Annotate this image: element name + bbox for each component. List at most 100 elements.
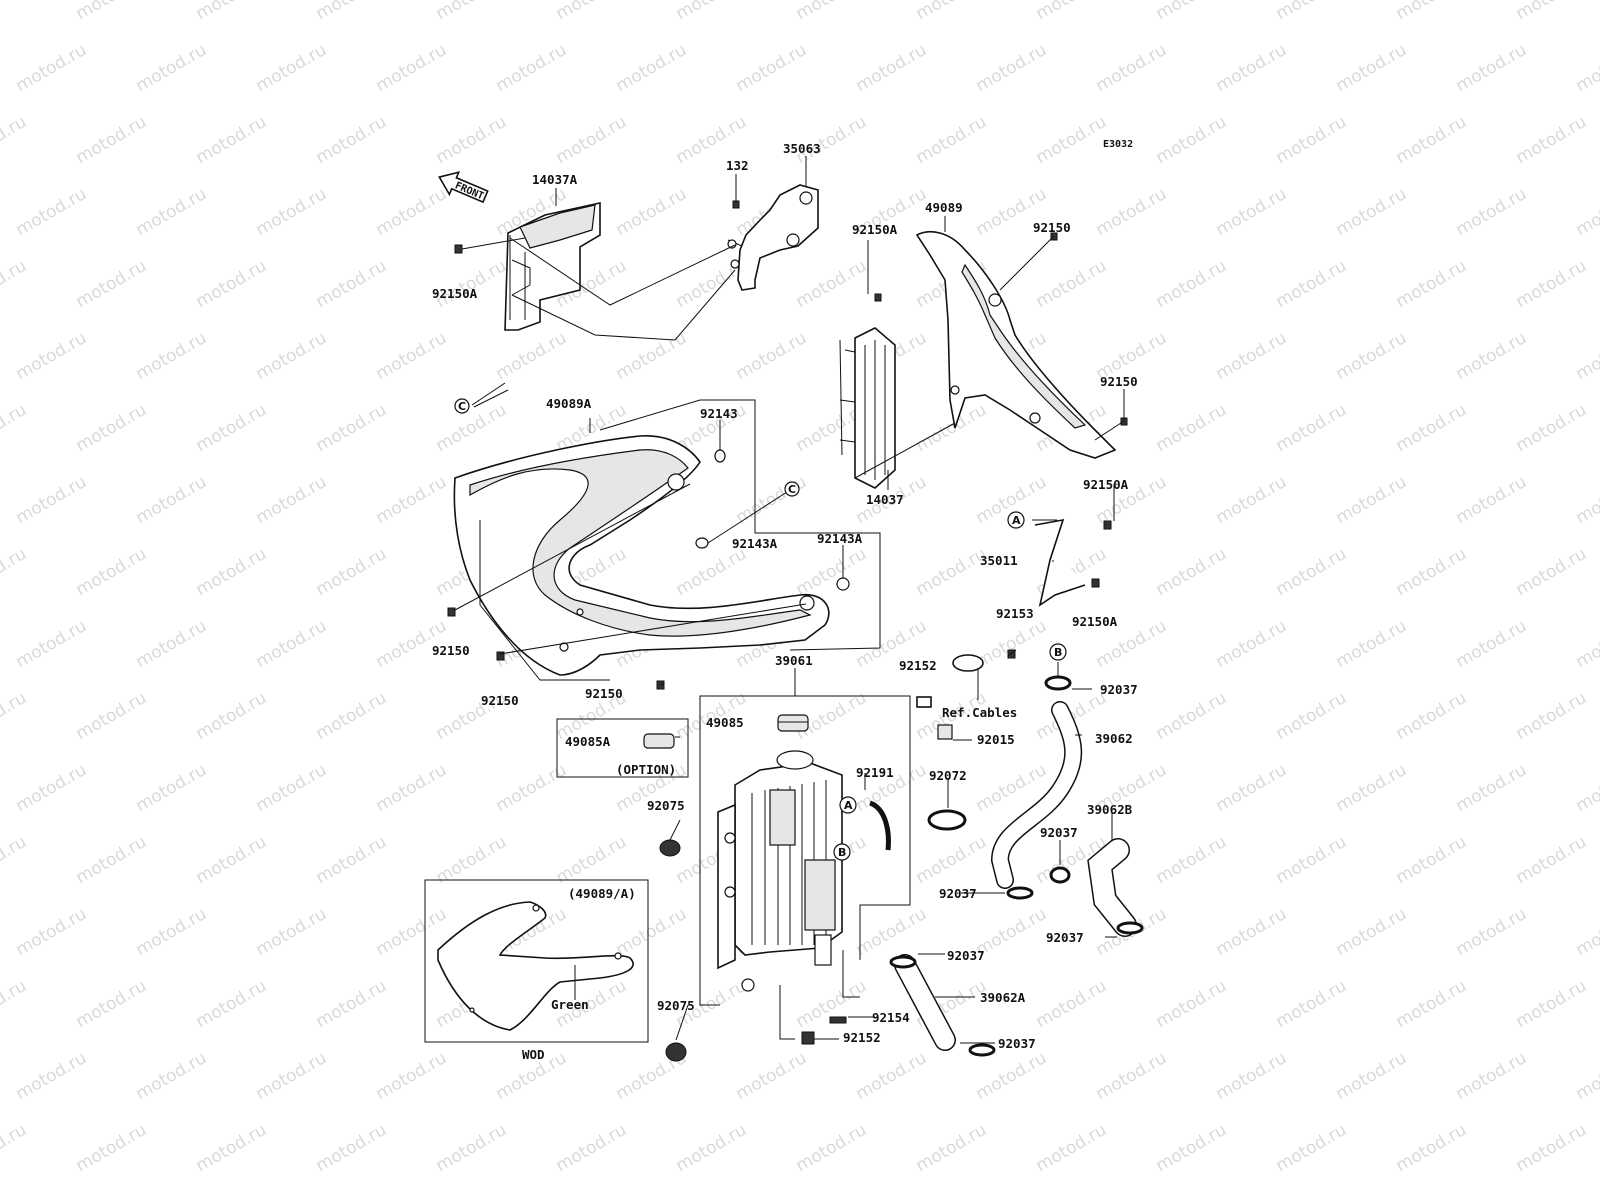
label-92152-b: 92152 xyxy=(843,1030,881,1045)
label-92150a-r2: 92150A xyxy=(1072,614,1118,629)
callout-a-rad: A xyxy=(839,796,857,814)
watermark-text: motod.ru xyxy=(1273,400,1351,456)
part-labels: 132 35063 14037A 49089 92150 92150A 9215… xyxy=(432,141,1138,1062)
watermark-text: motod.ru xyxy=(733,328,811,384)
watermark-text: motod.ru xyxy=(1273,0,1351,24)
watermark-text: motod.ru xyxy=(133,760,211,816)
watermark-text: motod.ru xyxy=(553,112,631,168)
clamp-92037-top xyxy=(1044,675,1072,691)
watermark-text: motod.ru xyxy=(13,1048,91,1104)
label-92150-l3: 92150 xyxy=(585,686,623,701)
watermark-text: motod.ru xyxy=(1033,1120,1111,1176)
watermark-text: motod.ru xyxy=(1513,0,1591,24)
radiator-39061 xyxy=(717,750,843,992)
watermark-text: motod.ru xyxy=(1393,256,1471,312)
watermark-text: motod.ru xyxy=(1213,1048,1291,1104)
watermark-text: motod.ru xyxy=(253,40,331,96)
watermark-text: motod.ru xyxy=(1393,112,1471,168)
watermark-text: motod.ru xyxy=(673,0,751,24)
label-49085a: 49085A xyxy=(565,734,611,749)
label-92153: 92153 xyxy=(996,606,1034,621)
watermark-text: motod.ru xyxy=(373,184,451,240)
cap-49085 xyxy=(777,714,809,732)
watermark-text: motod.ru xyxy=(253,904,331,960)
label-92075-1: 92075 xyxy=(647,798,685,813)
clamp-92037-e xyxy=(968,1043,996,1057)
watermark-text: motod.ru xyxy=(1213,472,1291,528)
callout-b-top: B xyxy=(1049,643,1067,661)
watermark-text: motod.ru xyxy=(793,976,871,1032)
label-49085: 49085 xyxy=(706,715,744,730)
watermark-text: motod.ru xyxy=(0,0,30,24)
watermark-text: motod.ru xyxy=(913,112,991,168)
watermark-text: motod.ru xyxy=(253,1048,331,1104)
watermark-text: motod.ru xyxy=(193,400,271,456)
watermark-text: motod.ru xyxy=(1393,976,1471,1032)
watermark-text: motod.ru xyxy=(133,904,211,960)
watermark-text: motod.ru xyxy=(13,328,91,384)
watermark-text: motod.ru xyxy=(853,40,931,96)
label-92150-l1: 92150 xyxy=(432,643,470,658)
leader-lines xyxy=(454,156,1125,1044)
watermark-text: motod.ru xyxy=(193,832,271,888)
hose-92191 xyxy=(868,800,891,851)
watermark-text: motod.ru xyxy=(253,472,331,528)
svg-text:C: C xyxy=(458,400,466,413)
watermark-text: motod.ru xyxy=(73,832,151,888)
watermark-text: motod.ru xyxy=(0,976,30,1032)
watermark-text: motod.ru xyxy=(0,832,30,888)
watermark-text: motod.ru xyxy=(313,1120,391,1176)
watermark-text: motod.ru xyxy=(1153,256,1231,312)
watermark-text: motod.ru xyxy=(133,328,211,384)
watermark-text: motod.ru xyxy=(73,400,151,456)
watermark-text: motod.ru xyxy=(193,544,271,600)
label-92150-r: 92150 xyxy=(1100,374,1138,389)
clamp-cables xyxy=(952,654,984,672)
label-49089a-paren: (49089/A) xyxy=(568,886,636,901)
watermark-text: motod.ru xyxy=(313,0,391,24)
watermark-text: motod.ru xyxy=(13,904,91,960)
watermark-text: motod.ru xyxy=(1513,832,1591,888)
watermark-text: motod.ru xyxy=(0,112,30,168)
diagram-code: E3032 xyxy=(1103,139,1133,150)
label-92154: 92154 xyxy=(872,1010,910,1025)
clamp-92072 xyxy=(927,809,967,831)
svg-text:B: B xyxy=(838,846,846,859)
label-92191: 92191 xyxy=(856,765,894,780)
label-92143a-2: 92143A xyxy=(817,531,863,546)
watermark-text: motod.ru xyxy=(1393,832,1471,888)
clamp-92037-b xyxy=(1049,866,1071,884)
watermark-text: motod.ru xyxy=(1333,184,1411,240)
watermark-text: motod.ru xyxy=(1453,184,1531,240)
watermark-text: motod.ru xyxy=(1573,616,1600,672)
watermark-text: motod.ru xyxy=(1273,256,1351,312)
nut-92015 xyxy=(937,724,953,740)
watermark-text: motod.ru xyxy=(1453,328,1531,384)
watermark-text: motod.ru xyxy=(133,616,211,672)
watermark-text: motod.ru xyxy=(1513,112,1591,168)
label-39062a: 39062A xyxy=(980,990,1026,1005)
clamp-92037-c xyxy=(1116,921,1144,935)
watermark-text: motod.ru xyxy=(1453,616,1531,672)
watermark-text: motod.ru xyxy=(913,544,991,600)
watermark-text: motod.ru xyxy=(1573,760,1600,816)
watermark-text: motod.ru xyxy=(433,400,511,456)
watermark-text: motod.ru xyxy=(73,0,151,24)
watermark-text: motod.ru xyxy=(1453,904,1531,960)
watermark-text: motod.ru xyxy=(253,328,331,384)
watermark-text: motod.ru xyxy=(613,184,691,240)
label-wod: WOD xyxy=(522,1047,545,1062)
watermark-text: motod.ru xyxy=(1093,1048,1171,1104)
label-39062: 39062 xyxy=(1095,731,1133,746)
watermark-text: motod.ru xyxy=(1513,688,1591,744)
watermark-text: motod.ru xyxy=(1213,328,1291,384)
callout-b-rad: B xyxy=(833,843,851,861)
watermark-text: motod.ru xyxy=(313,256,391,312)
watermark-text: motod.ru xyxy=(1153,688,1231,744)
label-92072: 92072 xyxy=(929,768,967,783)
label-92037-2: 92037 xyxy=(1040,825,1078,840)
watermark-text: motod.ru xyxy=(1213,184,1291,240)
watermark-text: motod.ru xyxy=(1333,616,1411,672)
watermark-text: motod.ru xyxy=(1273,112,1351,168)
watermark-text: motod.ru xyxy=(373,760,451,816)
